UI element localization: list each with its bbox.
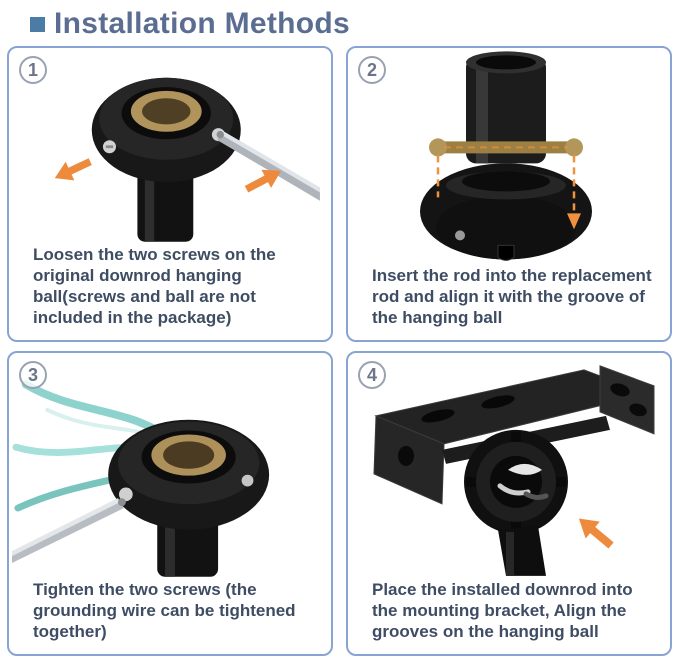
- step-panel-3: 3: [7, 351, 333, 656]
- step2-photo-rod-pin-hanging-ball: [420, 51, 592, 261]
- step4-caption: Place the installed downrod into the mou…: [372, 579, 633, 641]
- step1-caption: Loosen the two screws on the original do…: [33, 244, 276, 327]
- steps-grid: 1: [0, 46, 679, 656]
- step2-number-badge: 2: [358, 56, 386, 84]
- step4-number: 4: [366, 364, 377, 385]
- step3-caption: Tighten the two screws (the grounding wi…: [33, 579, 296, 641]
- arrow-down-left-icon: [54, 158, 92, 181]
- arrow-down-icon: [567, 213, 581, 230]
- header: Installation Methods: [0, 0, 679, 46]
- title-bullet-square: [30, 17, 45, 32]
- step3-number: 3: [27, 364, 38, 385]
- page-title: Installation Methods: [54, 6, 351, 40]
- step3-photo-tighten-screws-grounding-wire: [11, 380, 270, 577]
- step2-caption: Insert the rod into the replacement rod …: [372, 265, 652, 327]
- step1-number-badge: 1: [19, 56, 47, 84]
- step4-photo-mounting-bracket-with-downrod: [373, 365, 655, 576]
- step3-number-badge: 3: [19, 361, 47, 389]
- step-panel-2: 2: [346, 46, 672, 342]
- arrow-up-left-icon: [578, 518, 614, 549]
- step1-photo-downrod-ball-screwdriver: [54, 77, 320, 242]
- step1-number: 1: [27, 59, 38, 80]
- step-panel-1: 1: [7, 46, 333, 342]
- arrow-up-right-icon: [244, 169, 282, 193]
- step4-number-badge: 4: [358, 361, 386, 389]
- step-panel-4: 4: [346, 351, 672, 656]
- step2-number: 2: [366, 59, 377, 80]
